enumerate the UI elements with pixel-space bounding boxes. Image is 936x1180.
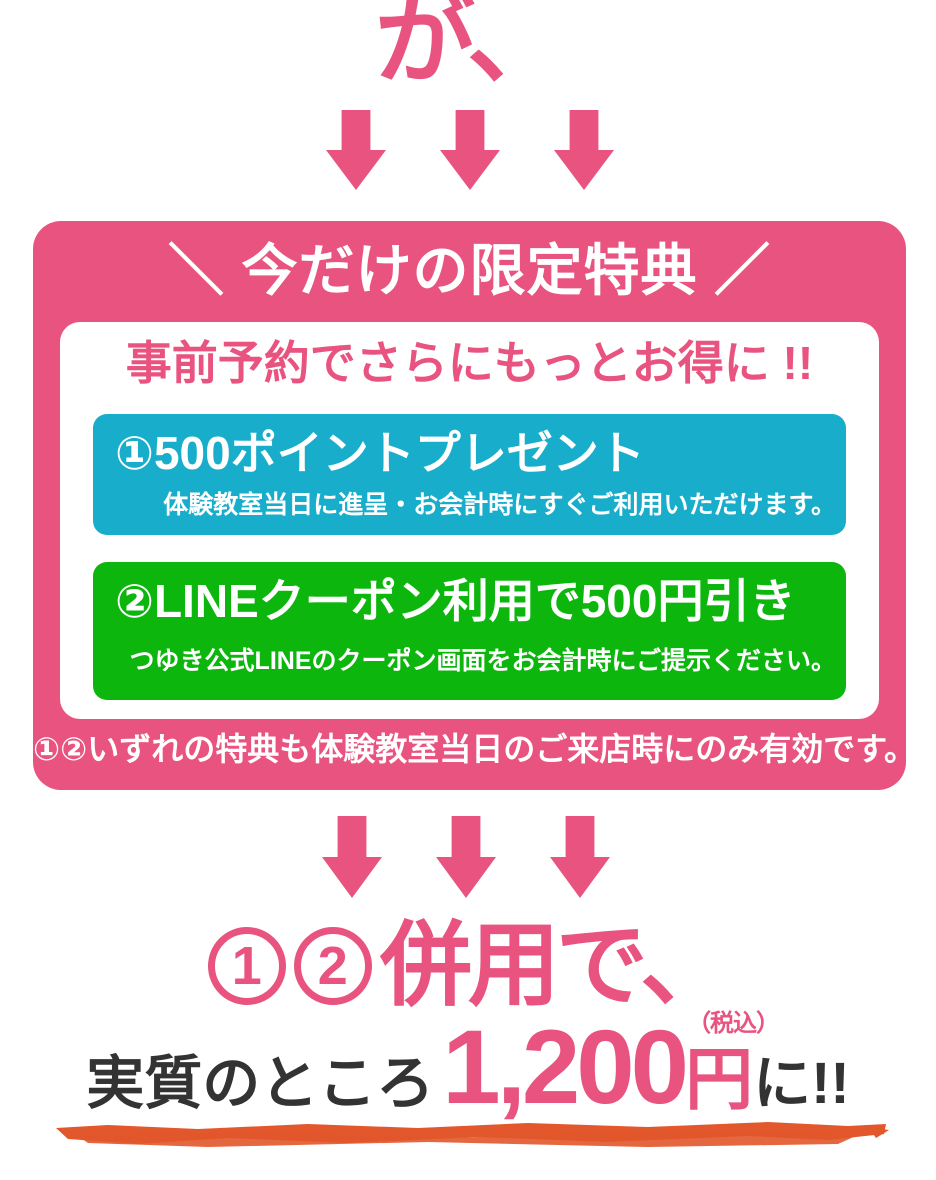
brush-underline [56, 1122, 889, 1147]
price-unit-wrap: （税込） 円 [685, 1010, 780, 1133]
benefits-panel: 事前予約でさらにもっとお得に !! ①500ポイントプレゼント 体験教室当日に進… [60, 322, 879, 719]
combine-line: 1 2 併用で、 [0, 916, 936, 1016]
down-arrow-icon [550, 816, 610, 898]
down-arrow-icon [326, 110, 386, 190]
benefit-description: つゆき公式LINEのクーポン画面をお会計時にご提示ください。 [129, 647, 836, 675]
down-arrow-icon [322, 816, 382, 898]
tax-note: （税込） [687, 1010, 780, 1037]
benefits-note: ①②いずれの特典も体験教室当日のご来店時にのみ有効です。 [33, 731, 916, 767]
combine-text: 併用で、 [379, 915, 732, 1017]
price-suffix: に!! [753, 1051, 850, 1116]
price-amount: 1,200 [442, 1009, 689, 1126]
benefit-description: 体験教室当日に進呈・お会計時にすぐご利用いただけます。 [163, 491, 836, 519]
benefit-title: ①500ポイントプレゼント [115, 427, 645, 479]
price-unit: 円 [685, 1042, 754, 1118]
circled-number-2: 2 [293, 927, 372, 1005]
circled-number-1: 1 [207, 927, 286, 1005]
down-arrow-icon [440, 110, 500, 190]
promo-box-title: ＼ 今だけの限定特典 ／ [167, 239, 772, 302]
benefit-card-line-coupon: ②LINEクーポン利用で500円引き つゆき公式LINEのクーポン画面をお会計時… [93, 562, 846, 700]
benefits-subtitle: 事前予約でさらにもっとお得に !! [125, 337, 814, 389]
benefit-card-points: ①500ポイントプレゼント 体験教室当日に進呈・お会計時にすぐご利用いただけます… [93, 414, 846, 535]
down-arrow-icon [554, 110, 614, 190]
benefit-title: ②LINEクーポン利用で500円引き [115, 575, 796, 627]
limited-benefits-box: ＼ 今だけの限定特典 ／ 事前予約でさらにもっとお得に !! ①500ポイントプ… [33, 221, 916, 790]
down-arrow-icon [436, 816, 496, 898]
price-prefix: 実質のところ [86, 1051, 435, 1116]
price-line: 実質のところ 1,200 （税込） 円 に!! [0, 1009, 936, 1137]
lead-text: が、 [375, 0, 567, 96]
